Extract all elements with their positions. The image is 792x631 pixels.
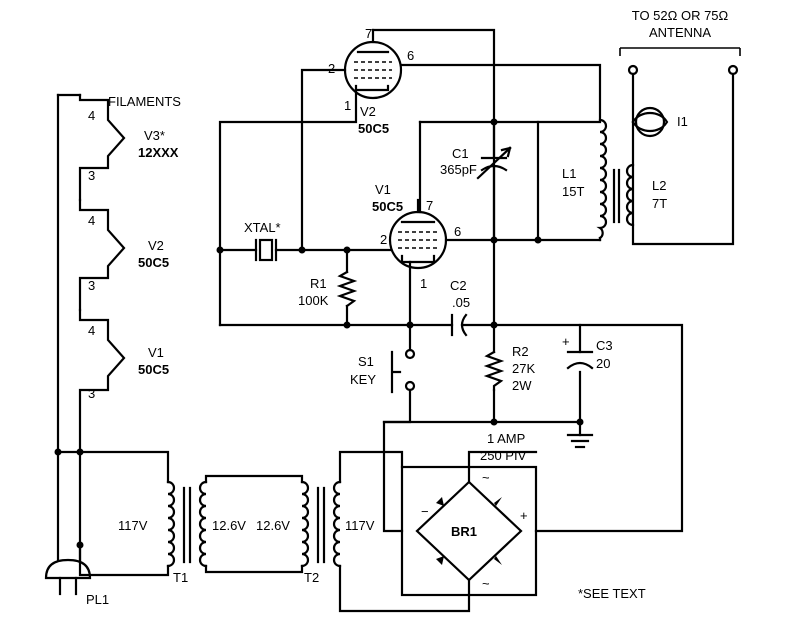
t1-secondary: 12.6V [212,518,246,533]
i1-lamp [631,106,669,138]
s1-value: KEY [350,372,376,387]
l1-value: 15T [562,184,584,199]
pl1-label: PL1 [86,592,109,607]
i1-label: I1 [677,114,688,129]
br1-diamond [415,465,523,597]
v1-type: 50C5 [372,199,403,214]
filament-v1-type: 50C5 [138,362,169,377]
c1-value: 365pF [440,162,477,177]
xtal-label: XTAL* [244,220,281,235]
v1-pin7: 7 [426,198,433,213]
r2-name: R2 [512,344,529,359]
r1-name: R1 [310,276,327,291]
l2-coil [625,163,635,227]
t1-transformer [166,480,208,568]
r2-resistor [483,350,505,392]
v2-pin1: 1 [344,98,351,113]
antenna-label-line2: ANTENNA [649,25,711,40]
v1-name: V1 [375,182,391,197]
filament-v2-name: V2 [148,238,164,253]
t1-name: T1 [173,570,188,585]
br1-rating1: 1 AMP [487,431,525,446]
t1-primary: 117V [118,518,148,533]
v2-type: 50C5 [358,121,389,136]
v1-pin2: 2 [380,232,387,247]
l2-name: L2 [652,178,666,193]
v2-tube [343,28,403,100]
filament-v1-name: V1 [148,345,164,360]
br1-name: BR1 [451,524,477,539]
c1-variable-capacitor [476,120,512,242]
antenna-terminals [619,47,741,246]
see-text-note: *SEE TEXT [578,586,646,601]
transformer-wiring [56,93,538,613]
v2-pin7: 7 [365,26,372,41]
br1-ac2: ~ [482,576,490,591]
filament-v3-type: 12XXX [138,145,179,160]
br1-minus: − [421,504,429,519]
l2-value: 7T [652,196,667,211]
l1-name: L1 [562,166,576,181]
r2-value: 27K [512,361,535,376]
l1-coil [596,118,608,240]
r1-resistor [336,270,358,308]
br1-ac1: ~ [482,470,490,485]
filament-v3-name: V3* [144,128,165,143]
c3-value: 20 [596,356,610,371]
br1-rating2: 250 PIV [480,448,527,463]
br1-plus: + [520,508,528,523]
filament-tap-6: 3 [88,386,95,401]
filament-tap-4: 3 [88,278,95,293]
t2-secondary: 117V [345,518,375,533]
filament-tap-1: 4 [88,108,95,123]
l1-l2-core [612,168,621,224]
c2-capacitor [450,313,468,337]
c3-plus: + [562,334,570,349]
t2-name: T2 [304,570,319,585]
v2-pin6: 6 [407,48,414,63]
v1-pin6: 6 [454,224,461,239]
t2-transformer [300,480,342,568]
c1-name: C1 [452,146,469,161]
c2-value: .05 [452,295,470,310]
t2-primary: 12.6V [256,518,290,533]
c3-electrolytic-capacitor [566,350,594,370]
v2-pin2: 2 [328,61,335,76]
r1-value: 100K [298,293,329,308]
filament-tap-2: 3 [88,168,95,183]
s1-name: S1 [358,354,374,369]
v1-pin1: 1 [420,276,427,291]
xtal-crystal [254,238,278,262]
pl1-plug [44,450,92,596]
antenna-label-line1: TO 52Ω OR 75Ω [632,8,729,23]
filament-tap-5: 4 [88,323,95,338]
r2-power: 2W [512,378,532,393]
ground-symbol [566,433,594,449]
c3-name: C3 [596,338,613,353]
v2-name: V2 [360,104,376,119]
filaments-title: FILAMENTS [108,94,181,109]
c2-name: C2 [450,278,467,293]
filament-string [56,93,126,454]
s1-key [390,348,416,394]
filament-tap-3: 4 [88,213,95,228]
filament-v2-type: 50C5 [138,255,169,270]
